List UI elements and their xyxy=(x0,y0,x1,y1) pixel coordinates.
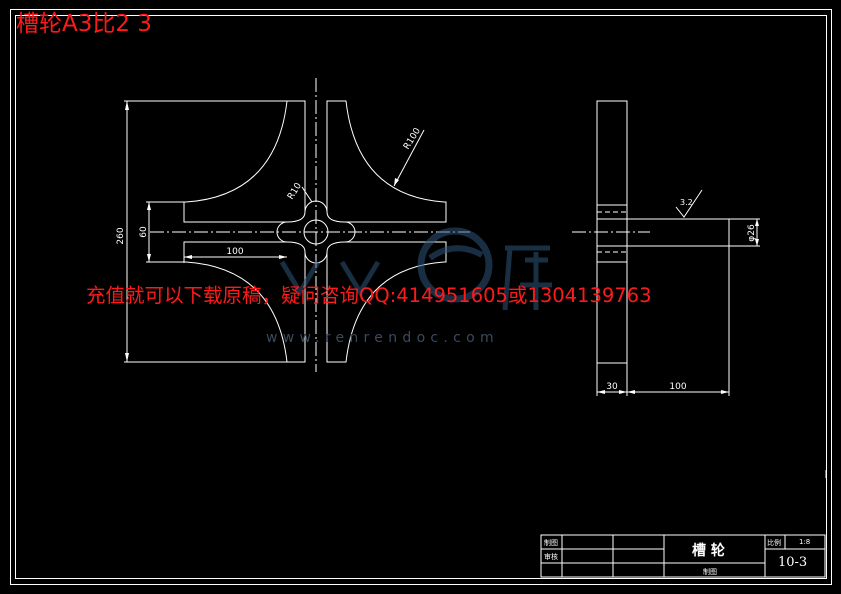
label-roughness: 3.2 xyxy=(680,198,693,207)
watermark-url: www.renrendoc.com xyxy=(266,330,499,346)
wheel-quadrant-top-right xyxy=(326,100,447,223)
tb-drawing-number: 10-3 xyxy=(778,555,808,570)
title-block xyxy=(540,534,826,578)
label-dia-26: φ26 xyxy=(747,224,757,242)
wheel-quadrant-top-left xyxy=(183,100,306,223)
inner-border xyxy=(15,15,827,579)
label-dim-60: 60 xyxy=(139,226,149,238)
roughness-symbol xyxy=(675,195,699,218)
outer-border xyxy=(10,9,832,585)
wheel-quadrant-bottom-right xyxy=(326,241,447,363)
label-r10: R10 xyxy=(286,181,304,202)
tb-drawn-label: 制图 xyxy=(544,539,558,547)
tb-footer-label: 制图 xyxy=(703,568,717,576)
side-view xyxy=(572,100,760,396)
tb-part-name: 槽 轮 xyxy=(692,543,725,559)
tb-scale-value: 1:8 xyxy=(799,538,811,546)
tb-scale-label: 比例 xyxy=(767,539,781,547)
leader-r100 xyxy=(393,129,425,187)
tb-checked-label: 审核 xyxy=(544,553,558,561)
label-dim-hub-100: 100 xyxy=(669,382,686,392)
drawing-title: 槽轮A3比2 3 xyxy=(16,11,152,37)
download-banner: 充值就可以下载原稿，疑问咨询QQ:414951605或1304139763 xyxy=(86,284,652,307)
label-dim-slot-100: 100 xyxy=(226,247,243,257)
front-view xyxy=(124,78,470,372)
watermark-logo xyxy=(279,227,552,311)
wheel-quadrant-bottom-left xyxy=(183,241,306,363)
label-dim-30: 30 xyxy=(606,382,618,392)
leader-r10 xyxy=(301,186,313,203)
label-dim-260: 260 xyxy=(116,227,126,244)
label-r100: R100 xyxy=(402,126,423,151)
